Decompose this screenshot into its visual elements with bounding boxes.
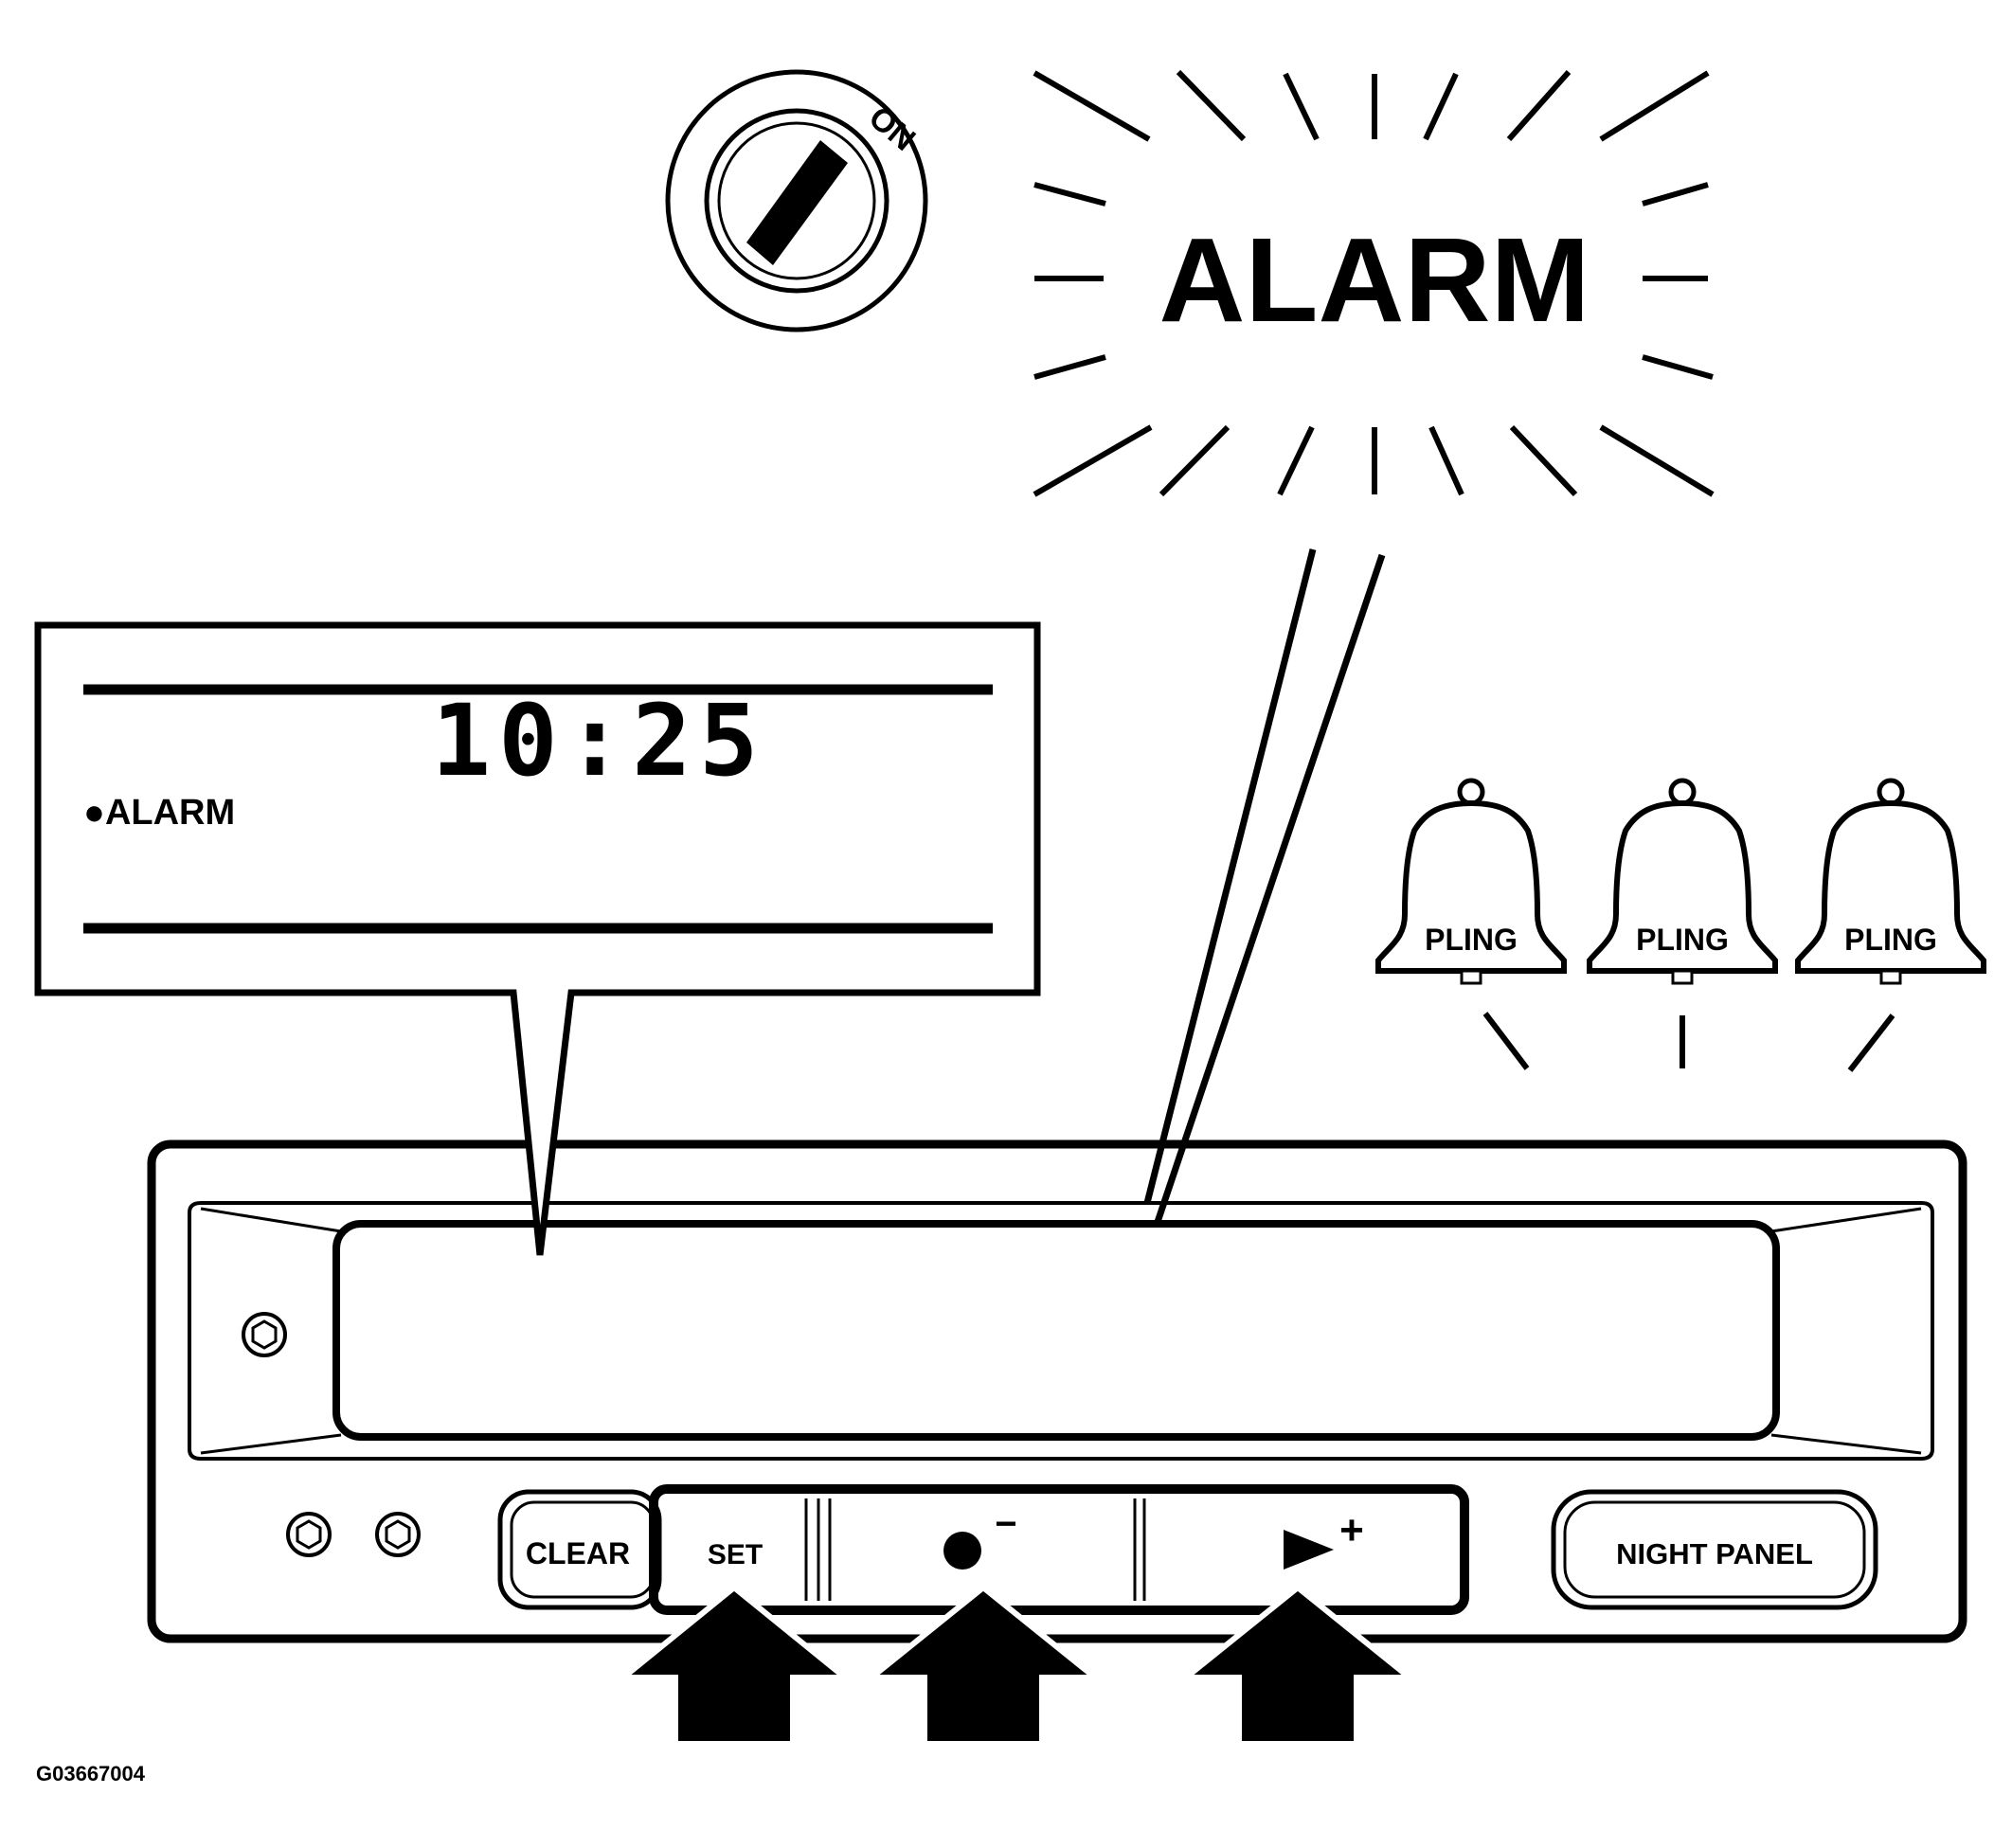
play-icon [1284,1530,1334,1570]
alarm-banner-text: ALARM [1159,213,1590,347]
figure-id: G03667004 [36,1762,146,1785]
display-callout: 10:25 ●ALARM [34,621,1041,1256]
bell-icon: PLING [1587,778,1778,1068]
bell-icon: PLING [1375,778,1567,1070]
knob-icon[interactable] [375,1512,421,1557]
set-button-label: SET [708,1539,763,1570]
set-button[interactable]: SET [663,1498,805,1601]
press-arrow-icon [1177,1584,1418,1747]
minus-button[interactable]: − [834,1498,1132,1601]
display-time: 10:25 [431,683,765,798]
press-arrows [615,1584,1418,1747]
bell-label: PLING [1425,923,1518,957]
alarm-rays [1033,69,1715,497]
clear-button[interactable]: CLEAR [497,1489,662,1610]
knob-icon[interactable] [286,1512,332,1557]
bell-icon: PLING [1795,778,1986,1072]
dot-icon [943,1532,981,1570]
ignition-key-icon: ON [665,69,928,332]
bells-group: PLING PLING PLING [1375,778,1986,1072]
info-panel: CLEAR SET − + NIGHT PANEL [147,1139,1967,1643]
minus-symbol: − [995,1503,1016,1545]
alarm-pointer [1143,548,1386,1227]
bell-label: PLING [1636,923,1729,957]
plus-button[interactable]: + [1148,1498,1456,1601]
display-alarm-indicator: ●ALARM [83,793,235,833]
plus-symbol: + [1339,1507,1364,1553]
press-arrow-icon [863,1584,1104,1747]
press-arrow-icon [615,1584,853,1747]
night-panel-button-label: NIGHT PANEL [1616,1537,1813,1570]
knob-icon[interactable] [242,1312,287,1357]
night-panel-button[interactable]: NIGHT PANEL [1551,1489,1878,1610]
clear-button-label: CLEAR [526,1536,630,1570]
panel-display-window [332,1220,1780,1441]
bell-label: PLING [1844,923,1937,957]
